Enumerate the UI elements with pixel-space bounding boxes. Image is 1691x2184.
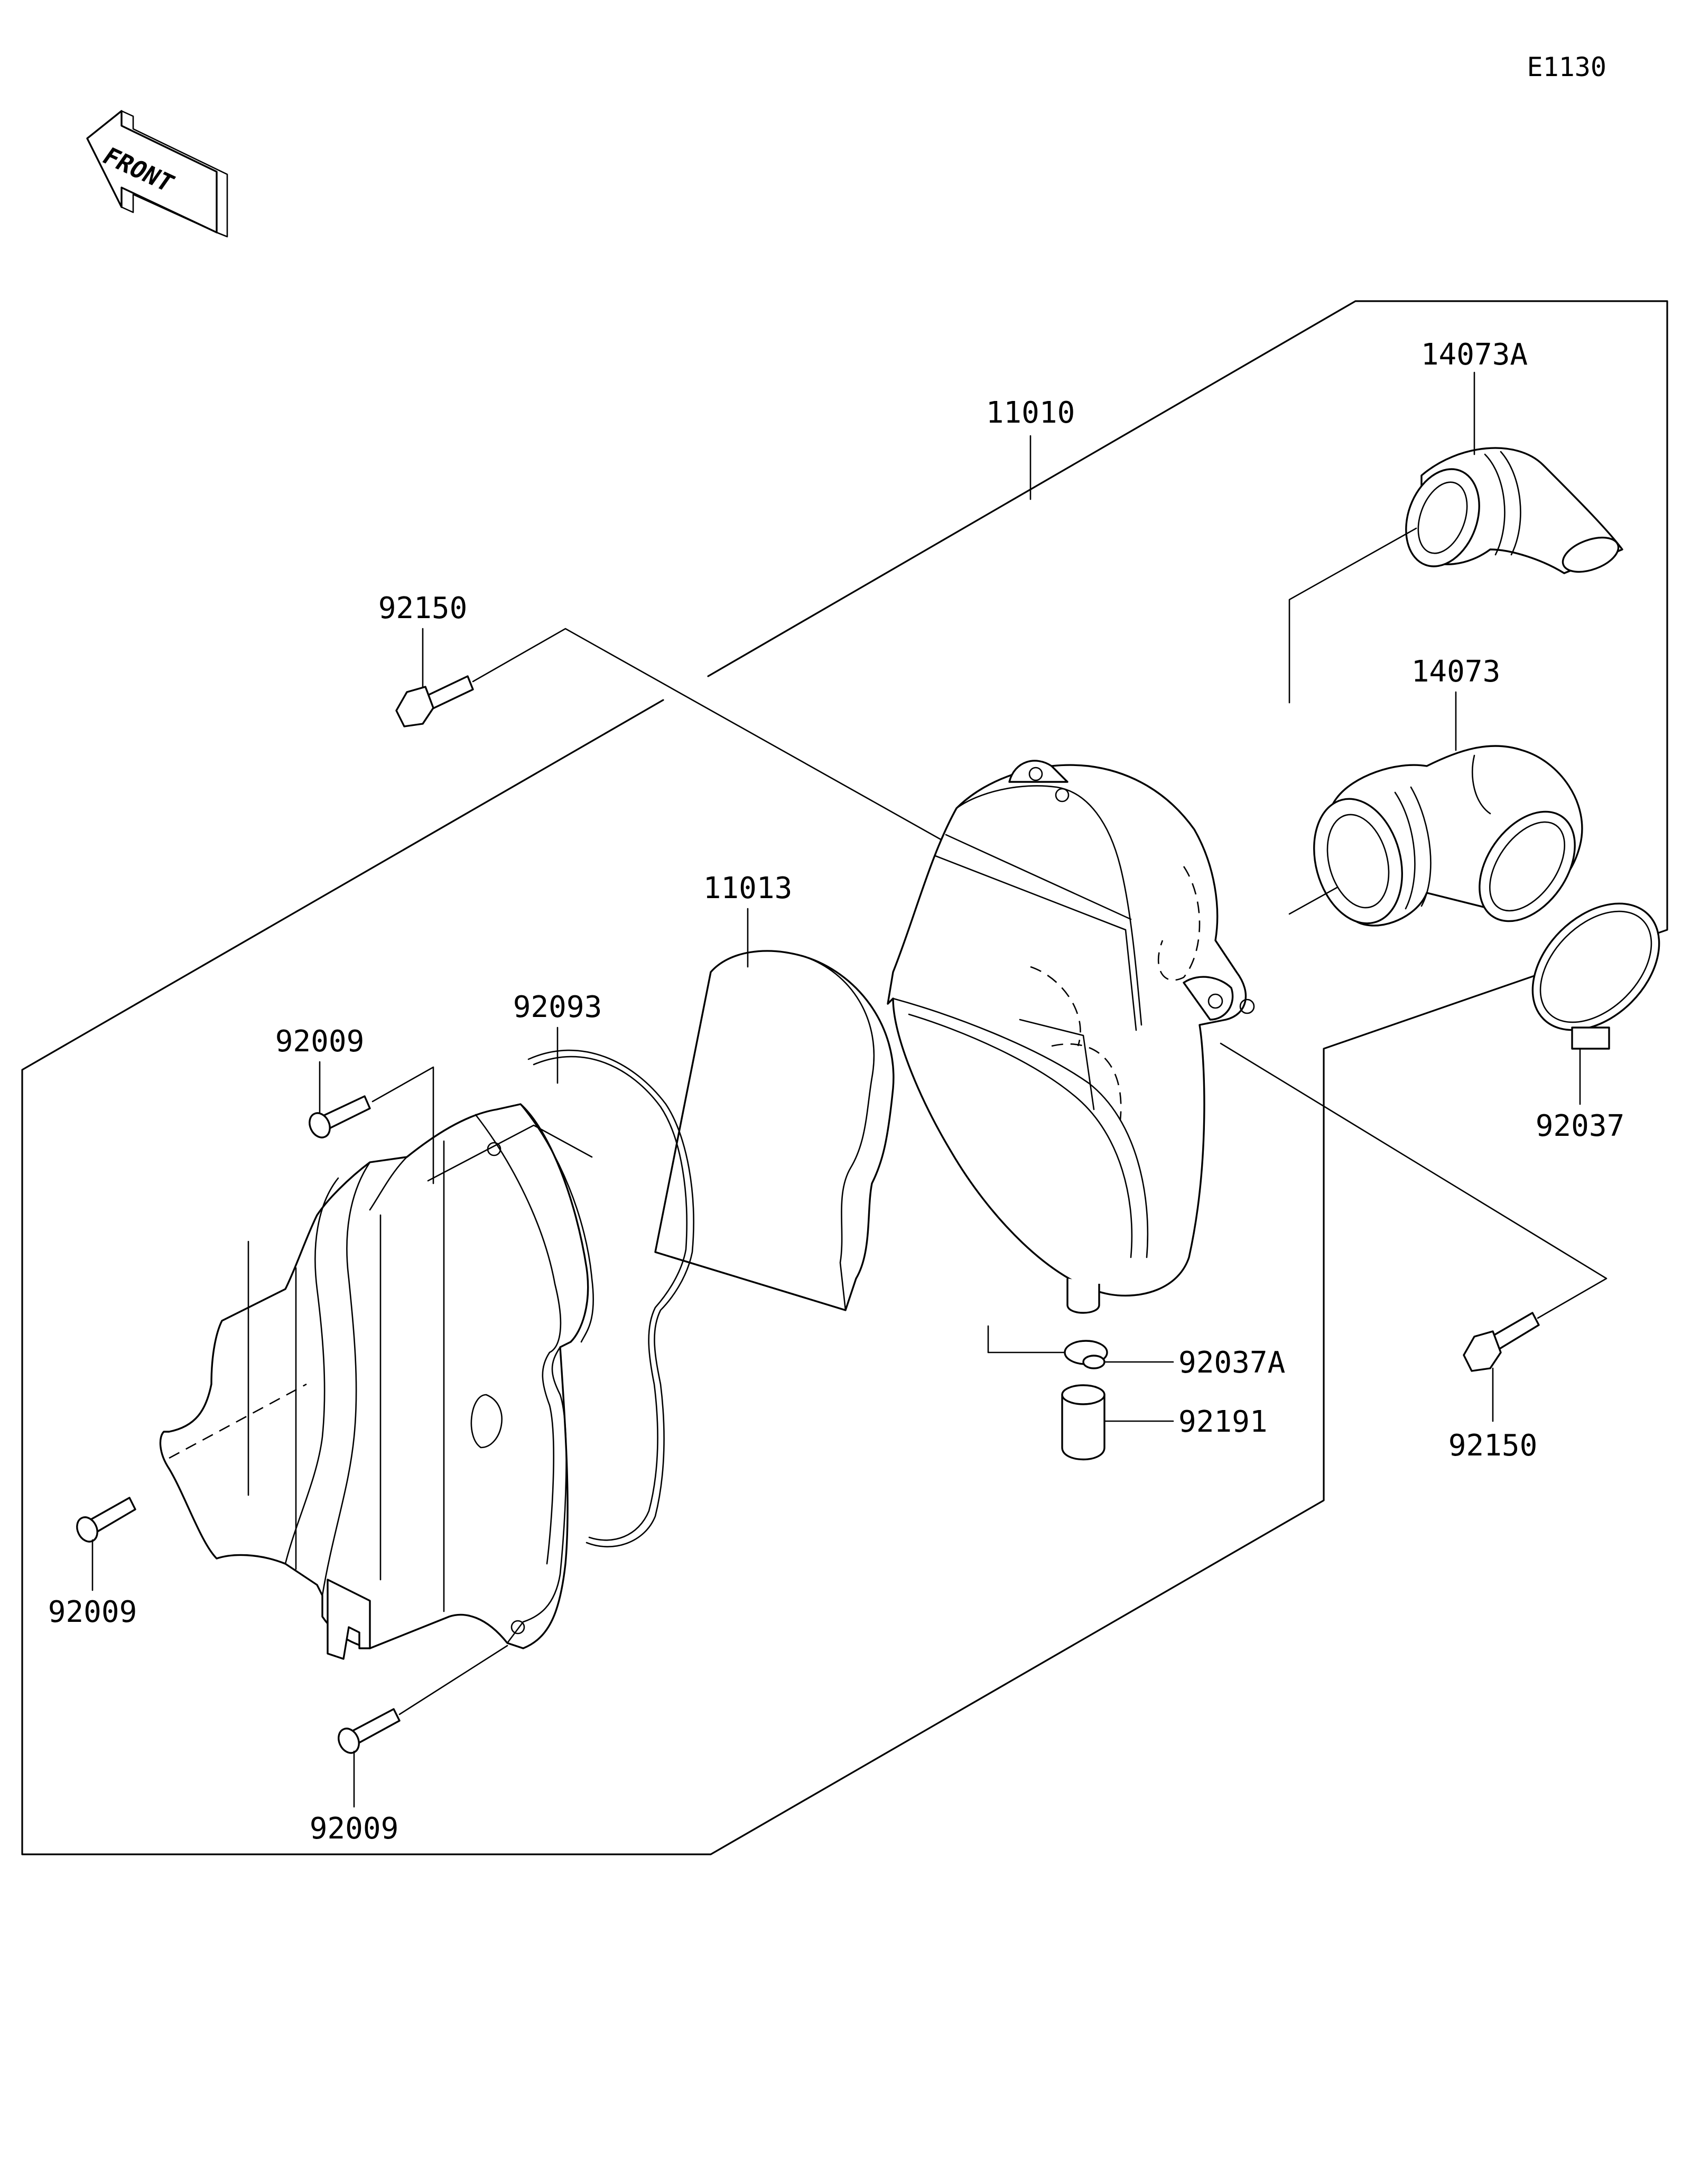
part-11013-filter	[654, 950, 895, 1311]
diagram-code: E1130	[1527, 52, 1606, 82]
part-14073A	[1405, 447, 1623, 574]
screw-92009-upper-icon	[309, 1095, 371, 1138]
part-92037A	[1064, 1340, 1108, 1369]
part-cover	[159, 1103, 594, 1660]
label-14073: 14073	[1411, 655, 1501, 689]
screw-92009-left-icon	[76, 1497, 136, 1543]
label-11010: 11010	[986, 396, 1075, 430]
label-92150-top: 92150	[378, 591, 468, 626]
part-92191	[1061, 1384, 1105, 1461]
label-92150-right: 92150	[1448, 1429, 1538, 1463]
front-arrow-icon: FRONT	[86, 110, 228, 238]
label-92093: 92093	[513, 990, 602, 1024]
label-92009-left: 92009	[48, 1595, 137, 1629]
label-92009-bottom: 92009	[310, 1812, 399, 1846]
label-14073A: 14073A	[1421, 338, 1528, 372]
label-11013: 11013	[703, 871, 793, 906]
label-92009-upper: 92009	[275, 1024, 365, 1059]
bolt-92150-top-icon	[395, 675, 474, 727]
part-92093-gasket	[527, 1049, 694, 1547]
screw-92009-bottom-icon	[338, 1708, 401, 1754]
assembly-outline	[21, 300, 1668, 1855]
label-92037A: 92037A	[1178, 1346, 1285, 1380]
part-11010-housing	[887, 760, 1255, 1354]
part-92037	[1531, 902, 1660, 1050]
part-14073	[1313, 745, 1583, 927]
bolt-92150-right-icon	[1463, 1312, 1540, 1372]
label-92191: 92191	[1178, 1405, 1268, 1439]
label-92037: 92037	[1536, 1109, 1625, 1143]
